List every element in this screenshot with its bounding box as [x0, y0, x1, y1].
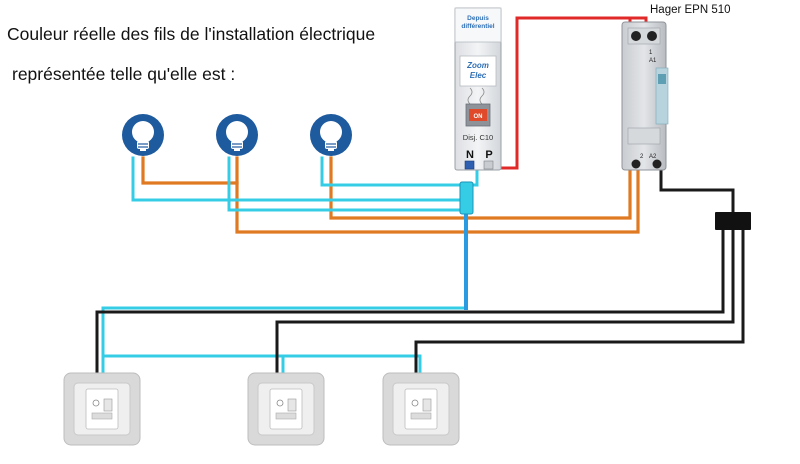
- control-wire-switch1: [95, 228, 725, 374]
- phase-wire-lamp2: [235, 156, 640, 234]
- caption-line-1: Couleur réelle des fils de l'installatio…: [7, 24, 376, 44]
- relay-terminal-1: 1: [649, 50, 653, 56]
- phase-wires: [141, 156, 640, 234]
- neutral-wires: [101, 156, 479, 374]
- relay-screw-2: [631, 159, 641, 169]
- lightbulb-icon: [216, 114, 258, 156]
- neutral-wire-switch1: [101, 306, 468, 374]
- breaker-terminal-p: P: [485, 149, 492, 161]
- breaker-screw-n: [464, 160, 475, 170]
- light-switch[interactable]: [382, 372, 460, 446]
- live-feed-wire: [492, 16, 632, 170]
- breaker-rating: Disj. C10: [463, 133, 493, 142]
- switch-group: [63, 372, 460, 446]
- relay-terminal-a1: A1: [649, 58, 657, 64]
- relay-toggle[interactable]: [658, 74, 666, 84]
- light-switch[interactable]: [63, 372, 141, 446]
- impulse-relay[interactable]: 1 A1 A2 2: [621, 21, 669, 171]
- phase-wire-lamp1: [141, 156, 239, 185]
- neutral-wire-lamp2: [227, 156, 468, 212]
- lamp-group: [122, 114, 352, 156]
- phase-wire-lamp3: [329, 156, 632, 220]
- lightbulb-icon: [122, 114, 164, 156]
- junction-box-icon: [459, 181, 474, 215]
- circuit-breaker[interactable]: Depuis différentiel Zoom Elec ON Disj. C…: [454, 7, 502, 171]
- control-wire-switch2: [275, 228, 735, 374]
- relay-screw-1: [631, 31, 641, 41]
- neutral-wire-lamp3: [320, 156, 468, 187]
- relay-screw-a2: [652, 159, 662, 169]
- neutral-wire-switch3: [281, 354, 422, 374]
- caption-line-2: représentée telle qu'elle est :: [12, 64, 236, 84]
- breaker-brand-1: Zoom: [466, 61, 489, 70]
- light-switch[interactable]: [247, 372, 325, 446]
- breaker-brand-2: Elec: [470, 71, 487, 80]
- neutral-wire-switches: [101, 354, 285, 374]
- neutral-wire-lamp1: [131, 156, 468, 202]
- lightbulb-icon: [310, 114, 352, 156]
- breaker-screw-p: [483, 160, 494, 170]
- relay-terminal-2: 2: [640, 154, 644, 160]
- breaker-terminal-n: N: [466, 149, 474, 161]
- relay-screw-a1: [647, 31, 657, 41]
- breaker-on-label: ON: [474, 114, 483, 120]
- breaker-top-label-1: Depuis: [467, 15, 489, 22]
- control-connector: [715, 212, 751, 230]
- control-wires: [95, 166, 745, 374]
- relay-model-label: Hager EPN 510: [650, 4, 731, 16]
- breaker-top-label-2: différentiel: [461, 23, 494, 30]
- relay-terminal-a2: A2: [649, 154, 657, 160]
- control-wire-switch3: [414, 228, 745, 374]
- breaker-curve-icon: [467, 87, 485, 105]
- control-wire-relay: [659, 166, 735, 217]
- breaker-toggle[interactable]: [469, 109, 487, 121]
